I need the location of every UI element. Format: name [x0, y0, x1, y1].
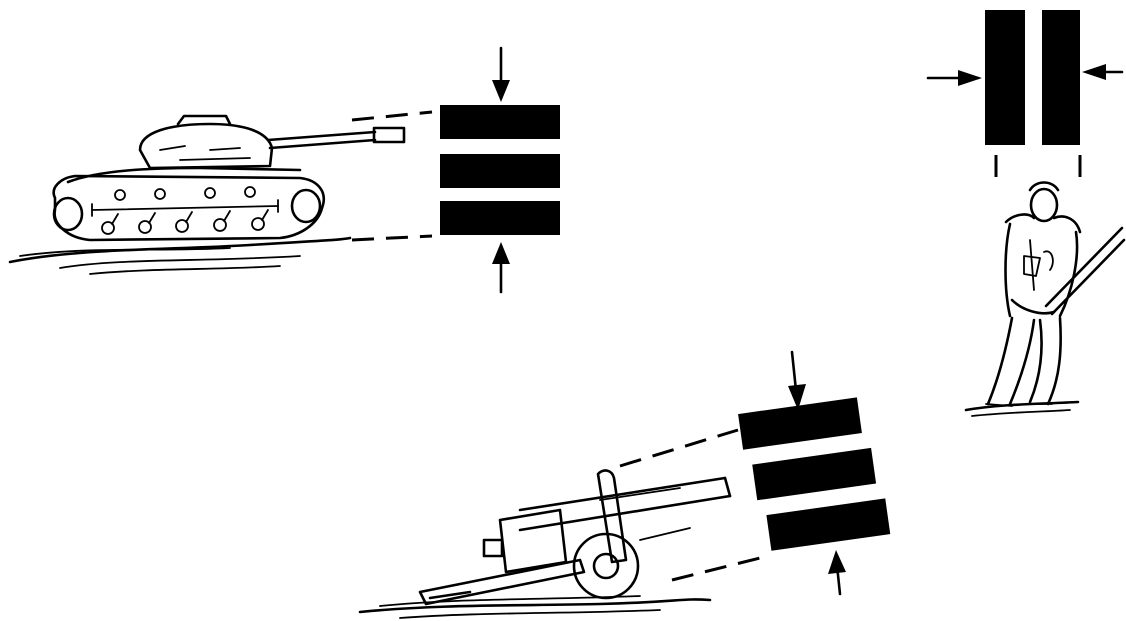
tank-arrow-bottom [492, 242, 510, 292]
artillery-width-bars [738, 395, 890, 552]
tank-group [10, 48, 560, 292]
soldier-arrow-right [1082, 64, 1122, 80]
soldier-icon [966, 183, 1124, 417]
tank-projection-bottom [352, 236, 432, 240]
artillery-projection-top [620, 430, 738, 466]
artillery-arrow-top [788, 352, 806, 410]
tank-bar-1 [440, 105, 560, 139]
artillery-bar-3 [766, 498, 890, 550]
tank-width-bars [440, 105, 560, 235]
soldier-arrow-left [928, 70, 982, 86]
soldier-group [928, 10, 1124, 416]
tank-bar-3 [440, 201, 560, 235]
artillery-bar-2 [752, 448, 876, 500]
tank-bar-2 [440, 154, 560, 188]
artillery-projection-bottom [672, 556, 768, 580]
artillery-group [360, 352, 890, 618]
soldier-width-bars [985, 10, 1080, 145]
soldier-bar-2 [1042, 10, 1080, 145]
tank-arrow-top [492, 48, 510, 102]
tank-projection-top [352, 112, 432, 120]
soldier-bar-1 [985, 10, 1025, 145]
artillery-bar-1 [738, 397, 862, 449]
field-gun-icon [360, 471, 730, 618]
artillery-arrow-bottom [828, 550, 846, 594]
tank-icon [10, 116, 404, 274]
